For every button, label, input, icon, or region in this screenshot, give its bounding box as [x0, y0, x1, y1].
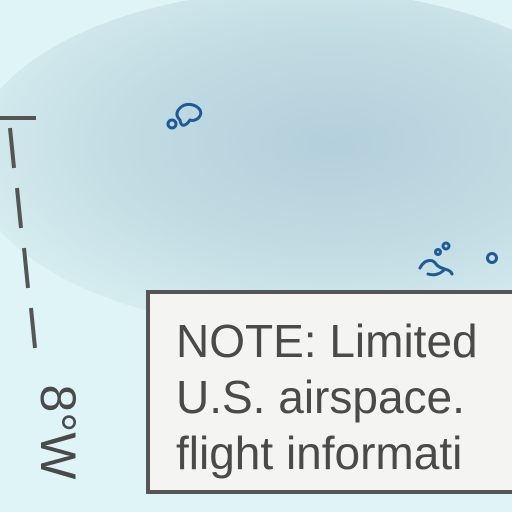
islet-shape	[486, 252, 498, 264]
note-line-1: NOTE: Limited	[176, 315, 478, 367]
island-group-north	[166, 102, 203, 130]
longitude-line	[0, 116, 37, 349]
note-line-2: U.S. airspace.	[176, 371, 465, 423]
longitude-dash	[22, 247, 30, 289]
note-line-3: flight informati	[176, 427, 463, 479]
island-group-east	[418, 241, 498, 277]
airspace-note-box: NOTE: Limited U.S. airspace. flight info…	[146, 290, 512, 494]
longitude-dash	[29, 307, 37, 349]
island-shape	[418, 259, 454, 276]
island-shape	[175, 102, 203, 127]
longitude-label: 8°W	[30, 384, 86, 480]
island-shape	[426, 268, 446, 277]
islet-shape	[434, 248, 442, 256]
islet-shape	[441, 241, 451, 251]
islet-shape	[166, 118, 178, 130]
longitude-dash	[15, 187, 23, 229]
deep-water-region	[0, 0, 512, 330]
longitude-dash	[8, 127, 16, 169]
